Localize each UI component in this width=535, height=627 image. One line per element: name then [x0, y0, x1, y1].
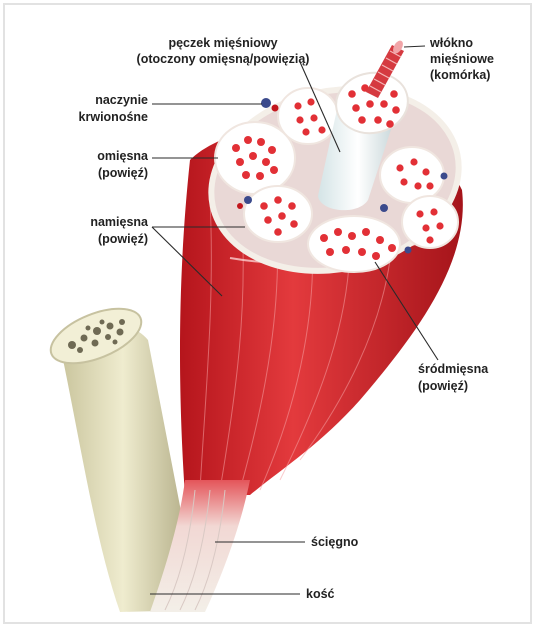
label-vessel-2: krwionośne: [79, 110, 149, 124]
label-perimysium-2: (powięź): [98, 166, 148, 180]
label-epimysium-1: namięsna: [90, 215, 149, 229]
label-perimysium-1: omięsna: [97, 149, 149, 163]
label-fascicle-2: (otoczony omięsną/powięzią): [137, 52, 310, 66]
label-fascicle-1: pęczek mięśniowy: [168, 36, 277, 50]
label-bone: kość: [306, 587, 335, 601]
label-fiber-2: mięśniowe: [430, 52, 494, 66]
label-fiber-1: włókno: [429, 36, 473, 50]
label-endomysium-1: śródmięsna: [418, 362, 489, 376]
label-endomysium-2: (powięź): [418, 379, 468, 393]
label-vessel-1: naczynie: [95, 93, 148, 107]
label-epimysium-2: (powięź): [98, 232, 148, 246]
label-fiber-3: (komórka): [430, 68, 490, 82]
label-tendon: ścięgno: [311, 535, 359, 549]
